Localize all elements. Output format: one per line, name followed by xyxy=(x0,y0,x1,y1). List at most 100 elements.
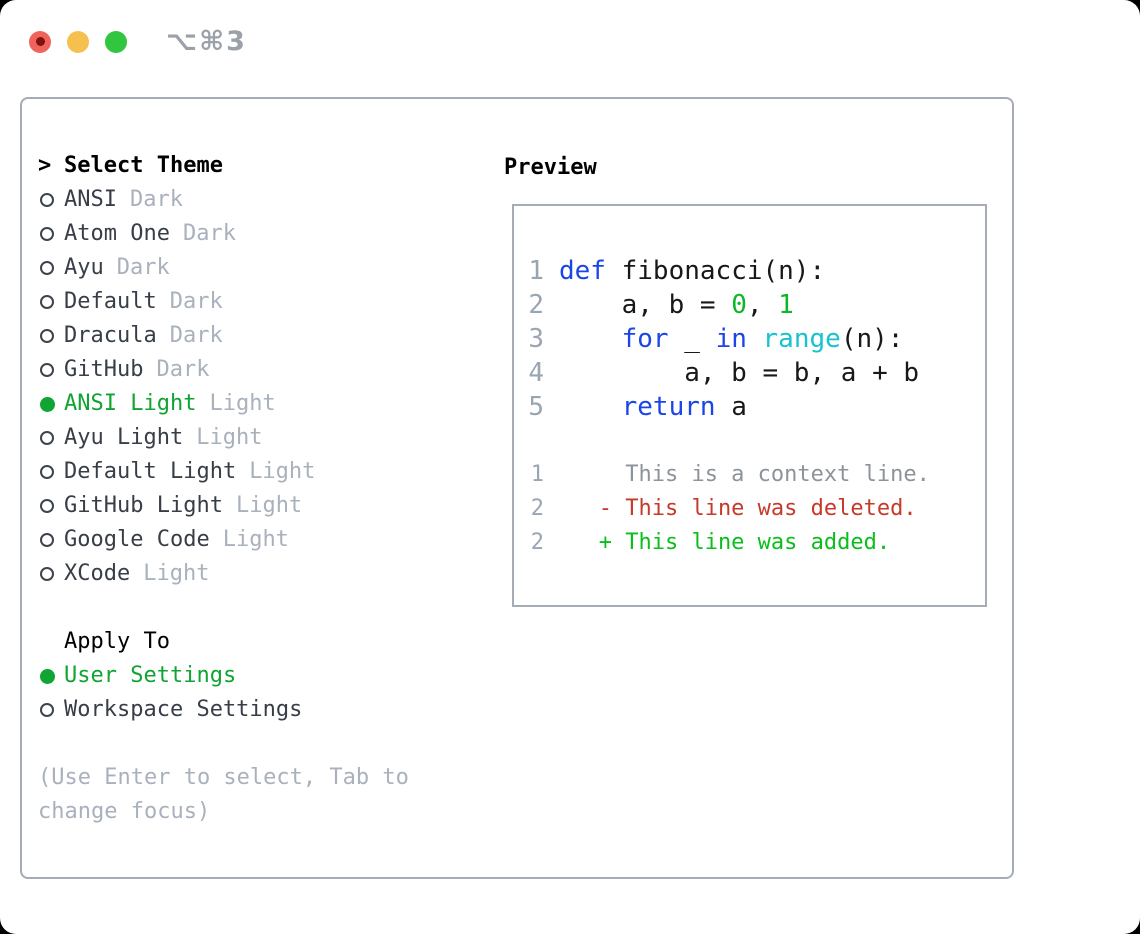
zoom-button[interactable] xyxy=(105,30,127,53)
radio-selected-icon xyxy=(40,396,55,412)
theme-option-github-light[interactable]: GitHub Light Light xyxy=(38,489,409,523)
code-text: return a xyxy=(621,392,747,422)
code-text: for _ in range(n): xyxy=(621,324,904,354)
theme-variant-tag: Dark xyxy=(156,357,210,382)
select-theme-heading: > Select Theme xyxy=(38,149,409,183)
theme-option-label: Default Light xyxy=(64,459,237,484)
line-number: 1 xyxy=(530,462,544,487)
help-line-1: (Use Enter to select, Tab to xyxy=(38,765,409,790)
line-number: 4 xyxy=(528,358,544,388)
apply-option-label: User Settings xyxy=(64,663,237,688)
diff-text: + This line was added. xyxy=(559,530,891,555)
theme-variant-tag: Light xyxy=(143,561,210,586)
theme-variant-tag: Dark xyxy=(129,187,183,212)
theme-variant-tag: Light xyxy=(222,527,289,552)
focus-caret-icon: > xyxy=(38,153,52,178)
help-line-2: change focus) xyxy=(38,799,211,824)
help-text: (Use Enter to select, Tab to change focu… xyxy=(38,761,409,829)
close-dot-icon xyxy=(35,37,45,46)
apply-option-workspace-settings[interactable]: Workspace Settings xyxy=(38,693,409,727)
diff-line-ctx: 1 This is a context line. xyxy=(514,458,985,492)
apply-to-title: Apply To xyxy=(64,629,170,654)
theme-option-label: GitHub Light xyxy=(64,493,223,518)
theme-variant-tag: Dark xyxy=(182,221,236,246)
line-number: 3 xyxy=(528,324,544,354)
code-text: a, b = b, a + b xyxy=(559,358,920,388)
theme-option-label: Ayu Light xyxy=(64,425,184,450)
radio-icon xyxy=(40,329,54,343)
window-title: ⌥⌘3 xyxy=(166,26,247,57)
select-theme-title: Select Theme xyxy=(64,153,223,178)
line-number: 2 xyxy=(530,496,544,521)
theme-option-default-light[interactable]: Default Light Light xyxy=(38,455,409,489)
theme-variant-tag: Dark xyxy=(116,255,170,280)
theme-option-google-code[interactable]: Google Code Light xyxy=(38,523,409,557)
preview-heading: Preview xyxy=(504,155,597,180)
radio-icon xyxy=(40,533,54,547)
radio-icon xyxy=(40,363,54,377)
theme-option-dracula[interactable]: Dracula Dark xyxy=(38,319,409,353)
theme-variant-tag: Light xyxy=(249,459,316,484)
minimize-button[interactable] xyxy=(67,30,89,53)
theme-variant-tag: Light xyxy=(209,391,276,416)
theme-option-ayu-light[interactable]: Ayu Light Light xyxy=(38,421,409,455)
radio-selected-icon xyxy=(40,668,55,684)
diff-text: This is a context line. xyxy=(559,462,930,487)
apply-option-label: Workspace Settings xyxy=(64,697,303,722)
theme-option-label: XCode xyxy=(64,561,131,586)
diff-preview: 1 This is a context line.2 - This line w… xyxy=(514,458,985,560)
apply-option-user-settings[interactable]: User Settings xyxy=(38,659,409,693)
theme-variant-tag: Dark xyxy=(169,289,223,314)
diff-line-add: 2 + This line was added. xyxy=(514,526,985,560)
theme-option-ansi[interactable]: ANSI Dark xyxy=(38,183,409,217)
theme-variant-tag: Light xyxy=(235,493,303,518)
line-number: 5 xyxy=(528,392,544,422)
theme-variant-tag: Dark xyxy=(169,323,223,348)
radio-icon xyxy=(40,193,54,207)
radio-icon xyxy=(40,227,54,241)
line-number: 2 xyxy=(528,290,544,320)
line-number: 2 xyxy=(530,530,544,555)
theme-option-label: Dracula xyxy=(64,323,157,348)
code-diff-gap xyxy=(514,424,985,458)
theme-option-ayu[interactable]: Ayu Dark xyxy=(38,251,409,285)
code-line: 1 def fibonacci(n): xyxy=(514,254,985,288)
radio-icon xyxy=(40,499,54,513)
code-text: a, b = 0, 1 xyxy=(559,290,794,320)
theme-option-default[interactable]: Default Dark xyxy=(38,285,409,319)
code-line: 4 a, b = b, a + b xyxy=(514,356,985,390)
code-line: 3 for _ in range(n): xyxy=(514,322,985,356)
code-text: def fibonacci(n): xyxy=(559,256,826,286)
theme-option-label: ANSI xyxy=(64,187,117,212)
theme-variant-tag: Light xyxy=(196,425,263,450)
radio-icon xyxy=(40,567,54,581)
theme-option-label: Default xyxy=(64,289,157,314)
section-gap xyxy=(38,591,409,625)
apply-to-heading: Apply To xyxy=(38,625,409,659)
code-line: 2 a, b = 0, 1 xyxy=(514,288,985,322)
radio-icon xyxy=(40,465,54,479)
theme-option-xcode[interactable]: XCode Light xyxy=(38,557,409,591)
code-line: 5 return a xyxy=(514,390,985,424)
radio-icon xyxy=(40,295,54,309)
theme-option-atom-one[interactable]: Atom One Dark xyxy=(38,217,409,251)
section-gap xyxy=(38,727,409,761)
theme-option-label: Atom One xyxy=(64,221,170,246)
diff-line-del: 2 - This line was deleted. xyxy=(514,492,985,526)
theme-option-label: Google Code xyxy=(64,527,210,552)
diff-text: - This line was deleted. xyxy=(559,496,917,521)
theme-option-label: Ayu xyxy=(64,255,104,280)
close-button[interactable] xyxy=(29,30,51,53)
line-number: 1 xyxy=(528,256,544,286)
theme-option-label: ANSI Light xyxy=(64,391,197,416)
theme-option-ansi-light[interactable]: ANSI Light Light xyxy=(38,387,409,421)
radio-icon xyxy=(40,261,54,275)
titlebar: ⌥⌘3 xyxy=(29,26,247,57)
